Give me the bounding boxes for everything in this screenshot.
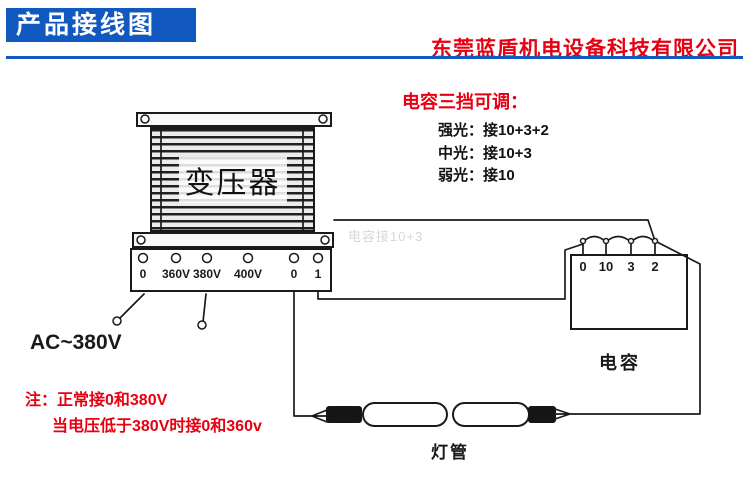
capacitor-posts <box>582 242 656 255</box>
terminal-label-400v: 400V <box>233 267 263 281</box>
capacitor-guide-title: 电容三挡可调： <box>402 92 528 112</box>
wire-top-to-capacitor <box>333 219 656 242</box>
transformer-top-bracket <box>136 112 332 127</box>
terminal-screw <box>170 252 182 264</box>
lamp-left-connector <box>326 406 362 423</box>
page-title: 产品接线图 <box>16 11 157 39</box>
terminal-screw <box>242 252 254 264</box>
wire-terminal0-to-lamp <box>293 291 313 417</box>
capacitor-terminal-10: 10 <box>598 259 614 274</box>
ac-lead-ring <box>112 316 122 326</box>
guide-option-strong: 强光：接10+3+2 <box>438 122 549 139</box>
mounting-hole <box>318 114 328 124</box>
capacitor-post-top <box>579 237 587 245</box>
mounting-hole <box>140 114 150 124</box>
capacitor-post-top <box>627 237 635 245</box>
capacitor-post-top <box>651 237 659 245</box>
capacitor-post-top <box>602 237 610 245</box>
terminal-screw <box>288 252 300 264</box>
wiring-note-2: 当电压低于380V时接0和360v <box>52 418 262 435</box>
wiring-note-1: 注：正常接0和380V <box>25 392 168 409</box>
wire-ac-to-terminal-380v <box>202 293 207 323</box>
terminal-label-360v: 360V <box>161 267 191 281</box>
wire-terminal1-to-capacitor <box>317 243 584 300</box>
terminal-label-380v: 380V <box>192 267 222 281</box>
transformer-bottom-bracket <box>132 232 334 248</box>
mounting-hole <box>320 235 330 245</box>
watermark-text: 电容接10+3 <box>348 229 424 244</box>
ac-input-label: AC~380V <box>30 331 122 354</box>
capacitor-terminal-0: 0 <box>579 259 587 274</box>
terminal-screw <box>312 252 324 264</box>
capacitor-jumper-arcs <box>582 235 656 243</box>
transformer-core-rod <box>160 129 162 230</box>
terminal-label-0: 0 <box>139 267 147 281</box>
lamp-left-crimp <box>311 409 328 423</box>
lamp-tube-2 <box>452 402 530 427</box>
transformer-body: 变压器 <box>150 127 315 232</box>
lamp-right-crimp <box>554 408 571 420</box>
page-title-banner: 产品接线图 <box>6 8 196 42</box>
capacitor-box <box>570 254 688 330</box>
lamp-label: 灯管 <box>431 443 469 462</box>
terminal-label-out1: 1 <box>314 267 322 281</box>
transformer-label: 变压器 <box>178 156 287 203</box>
wire-capacitor-to-lamp <box>569 241 701 415</box>
terminal-label-out0: 0 <box>290 267 298 281</box>
capacitor-terminal-2: 2 <box>651 259 659 274</box>
terminal-screw <box>201 252 213 264</box>
ac-lead-ring <box>197 320 207 330</box>
mounting-hole <box>136 235 146 245</box>
wire-ac-to-terminal-0 <box>119 293 145 319</box>
guide-option-weak: 弱光：接10 <box>438 167 515 184</box>
capacitor-label: 电容 <box>599 353 641 373</box>
capacitor-terminal-3: 3 <box>627 259 635 274</box>
lamp-right-connector <box>528 406 556 423</box>
lamp-tube-1 <box>362 402 448 427</box>
terminal-screw <box>137 252 149 264</box>
company-name: 东莞蓝盾机电设备科技有限公司 <box>431 38 739 61</box>
transformer-core-rod <box>302 129 304 230</box>
guide-option-medium: 中光：接10+3 <box>438 145 532 162</box>
header-divider <box>6 56 743 59</box>
